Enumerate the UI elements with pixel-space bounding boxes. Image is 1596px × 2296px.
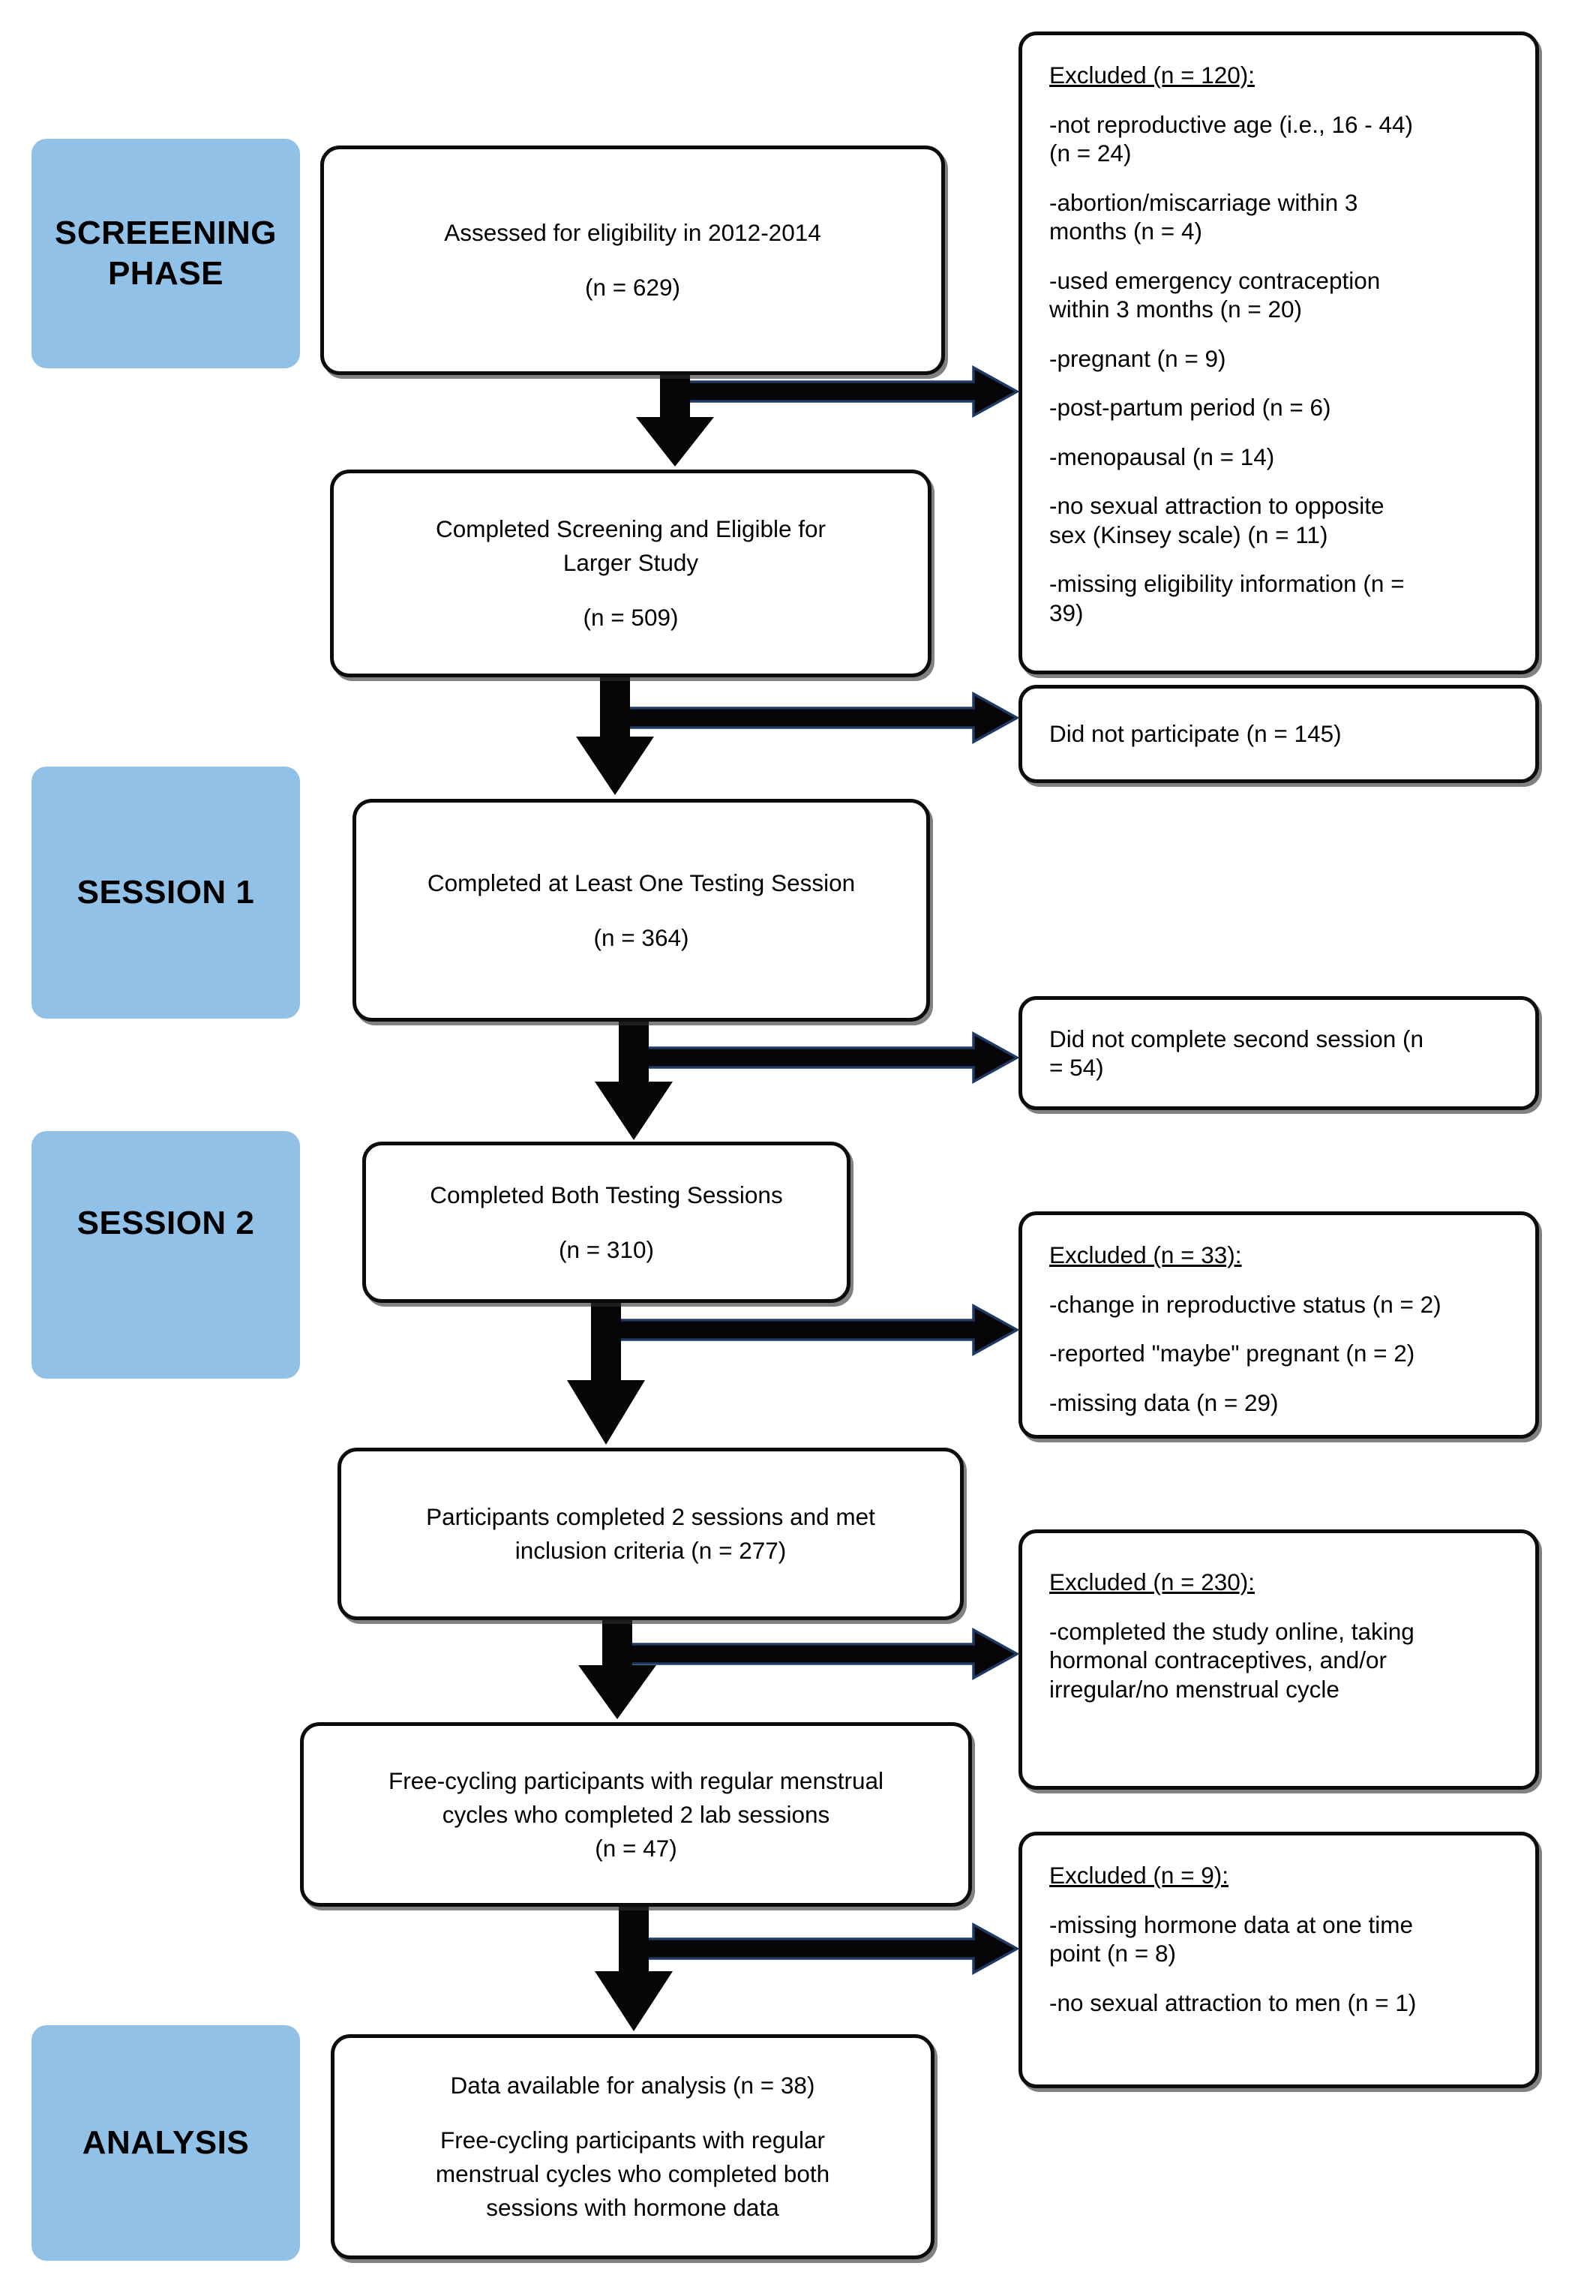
excluded-item: -abortion/miscarriage within 3 months (n… (1049, 188, 1358, 245)
branch-arrow-to-did-not-participate (615, 692, 1018, 744)
flow-box-assessed-for-eligibility: Assessed for eligibility in 2012-2014 (n… (320, 146, 945, 375)
excluded-item: -missing eligibility information (n = 39… (1049, 570, 1405, 626)
flow-box-completed-both-sessions: Completed Both Testing Sessions (n = 310… (362, 1142, 850, 1303)
flow-box-text: Free-cycling participants with regular m… (388, 1766, 884, 1862)
flow-box-text: Participants completed 2 sessions and me… (426, 1503, 875, 1564)
excluded-title: Excluded (n = 120): (1049, 62, 1256, 89)
branch-arrow-to-excluded-120 (675, 365, 1018, 418)
side-box-excluded-230: Excluded (n = 230): -completed the study… (1018, 1529, 1539, 1790)
excluded-item: -post-partum period (n = 6) (1049, 394, 1331, 421)
phase-label-analysis: ANALYSIS (32, 2025, 300, 2261)
excluded-item: -not reproductive age (i.e., 16 - 44) (n… (1049, 110, 1414, 167)
down-arrow-3 (595, 1022, 673, 1140)
down-arrow-5 (578, 1620, 656, 1719)
excluded-title: Excluded (n = 33): (1049, 1241, 1242, 1268)
branch-arrow-to-excluded-33 (606, 1304, 1018, 1356)
excluded-item: -pregnant (n = 9) (1049, 344, 1226, 372)
flow-box-text: Completed Screening and Eligible for Lar… (435, 515, 826, 576)
excluded-item: -reported "maybe" pregnant (n = 2) (1049, 1340, 1415, 1367)
flow-box-completed-one-session: Completed at Least One Testing Session (… (352, 799, 930, 1022)
flow-box-text: Completed Both Testing Sessions (430, 1181, 783, 1208)
flow-box-text: Completed at Least One Testing Session (427, 869, 856, 896)
flow-box-free-cycling-participants: Free-cycling participants with regular m… (300, 1722, 972, 1907)
excluded-title: Excluded (n = 9): (1049, 1862, 1229, 1889)
flow-box-n-count: (n = 310) (559, 1235, 654, 1263)
branch-arrow-to-excluded-230 (617, 1628, 1018, 1680)
excluded-item: -menopausal (n = 14) (1049, 443, 1275, 470)
flow-box-n-count: (n = 629) (585, 274, 680, 301)
excluded-item: -change in reproductive status (n = 2) (1049, 1290, 1442, 1318)
side-box-text: Did not participate (n = 145) (1049, 720, 1342, 748)
side-box-excluded-120: Excluded (n = 120): -not reproductive ag… (1018, 32, 1539, 674)
excluded-item: -missing hormone data at one time point … (1049, 1910, 1413, 1967)
excluded-item: -used emergency contraception within 3 m… (1049, 266, 1381, 323)
branch-arrow-to-excluded-9 (634, 1922, 1018, 1975)
flow-box-n-count: (n = 364) (593, 923, 689, 951)
flow-box-met-inclusion-criteria: Participants completed 2 sessions and me… (338, 1448, 964, 1620)
excluded-item: -missing data (n = 29) (1049, 1388, 1279, 1416)
down-arrow-1 (636, 375, 714, 467)
phase-label-session-2: SESSION 2 (32, 1131, 300, 1379)
phase-label-session-1: SESSION 1 (32, 767, 300, 1019)
side-box-excluded-33: Excluded (n = 33): -change in reproducti… (1018, 1211, 1539, 1439)
down-arrow-2 (576, 677, 654, 795)
down-arrow-6 (595, 1907, 673, 2031)
flow-box-completed-screening-eligible: Completed Screening and Eligible for Lar… (330, 470, 932, 677)
flow-box-n-count: (n = 509) (583, 604, 679, 631)
excluded-item: -completed the study online, taking horm… (1049, 1617, 1414, 1703)
flow-box-text: Assessed for eligibility in 2012-2014 (444, 219, 821, 246)
side-box-did-not-participate: Did not participate (n = 145) (1018, 685, 1539, 783)
branch-arrow-to-did-not-complete-second-session (634, 1031, 1018, 1084)
excluded-item: -no sexual attraction to men (n = 1) (1049, 1988, 1417, 2016)
side-box-excluded-9: Excluded (n = 9): -missing hormone data … (1018, 1832, 1539, 2088)
flow-box-text: Free-cycling participants with regular m… (435, 2126, 830, 2221)
flow-box-data-available-for-analysis: Data available for analysis (n = 38) Fre… (331, 2034, 934, 2259)
excluded-title: Excluded (n = 230): (1049, 1568, 1256, 1595)
down-arrow-4 (567, 1303, 645, 1445)
excluded-item: -no sexual attraction to opposite sex (K… (1049, 492, 1384, 548)
flow-box-text: Data available for analysis (n = 38) (450, 2072, 815, 2099)
phase-label-screening: SCREEENING PHASE (32, 139, 300, 368)
side-box-text: Did not complete second session (n = 54) (1049, 1025, 1424, 1082)
side-box-did-not-complete-second-session: Did not complete second session (n = 54) (1018, 996, 1539, 1110)
